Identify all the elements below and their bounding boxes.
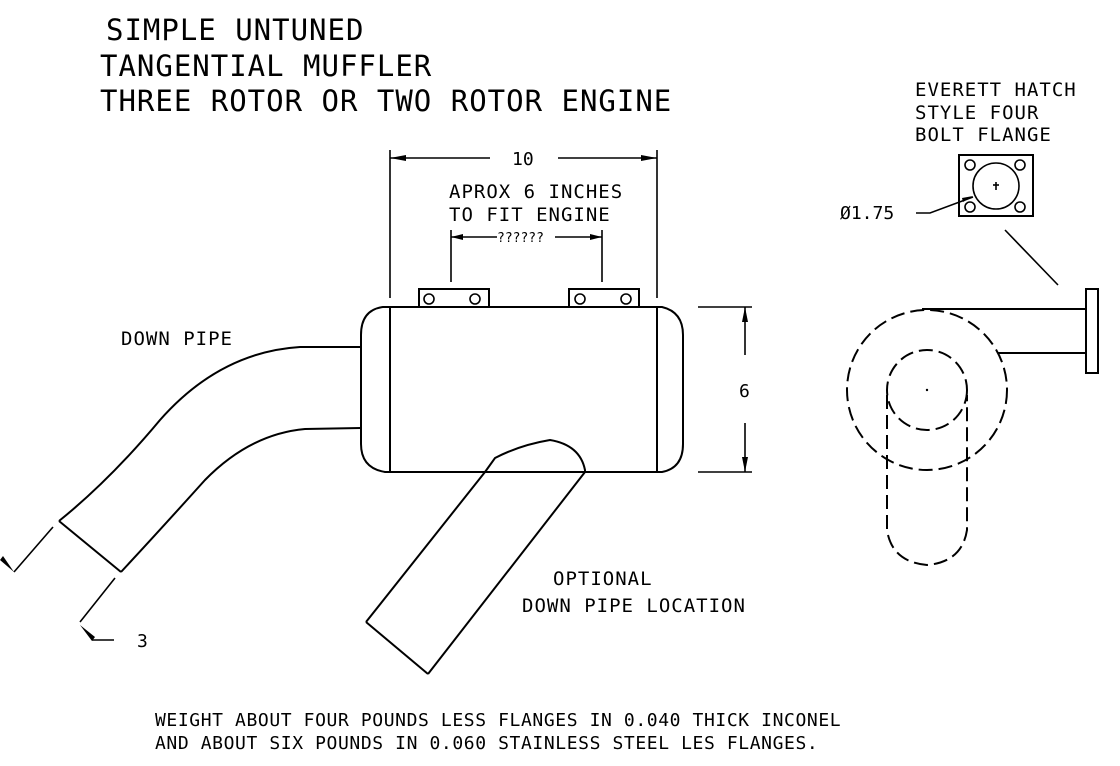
optional-pipe-top (484, 438, 586, 473)
height-value: 6 (739, 381, 750, 402)
mount-arrow-right-icon (590, 234, 602, 240)
bolt-hole (620, 293, 632, 305)
bolt-hole (423, 293, 435, 305)
pipe-diameter-value: 3 (137, 631, 148, 652)
height-dimension: 6 (698, 306, 752, 473)
muffler-body (360, 306, 684, 473)
end-cap-right (657, 306, 684, 473)
optional-pipe-left-edge (365, 471, 486, 623)
flange-bolt-hole (964, 159, 976, 171)
optional-label-line-2: DOWN PIPE LOCATION (522, 595, 746, 617)
pipe-arrow-2-icon (80, 625, 95, 641)
length-value: 10 (512, 149, 534, 170)
bolt-hole (469, 293, 481, 305)
title-line-1: SIMPLE UNTUNED (106, 13, 364, 47)
flange-plate (958, 154, 1034, 217)
notes: WEIGHT ABOUT FOUR POUNDS LESS FLANGES IN… (155, 710, 841, 754)
mount-spacing-dimension: APROX 6 INCHES TO FIT ENGINE ?????? (449, 181, 623, 282)
optional-pipe-end (365, 621, 429, 675)
mount-spacing-value: ?????? (497, 231, 544, 246)
end-cap-left (360, 306, 390, 473)
down-pipe-label: DOWN PIPE (121, 328, 233, 350)
length-dimension: 10 (389, 149, 658, 298)
center-point (925, 388, 929, 392)
mount-arrow-left-icon (451, 234, 463, 240)
outlet-flange (1085, 288, 1099, 374)
flange-bolt-hole (964, 201, 976, 213)
height-arrow-bottom-icon (742, 457, 748, 472)
down-pipe-inner-edge (120, 427, 362, 573)
note-line-1: WEIGHT ABOUT FOUR POUNDS LESS FLANGES IN… (155, 710, 841, 731)
flange-bolt-hole (1014, 201, 1026, 213)
flange-bore-value: Ø1.75 (840, 203, 894, 224)
arrow-left-icon (390, 155, 406, 161)
bore-leader-arrow-icon (962, 196, 973, 202)
outer-shell-circle (846, 309, 1008, 471)
muffler-shell (389, 306, 658, 473)
flange-label-line-2: STYLE FOUR (915, 102, 1039, 124)
down-pipe: DOWN PIPE 3 (0, 328, 362, 652)
optional-pipe-right-edge (427, 471, 586, 675)
inner-tube-circle (886, 349, 968, 431)
title-line-3: THREE ROTOR OR TWO ROTOR ENGINE (100, 84, 672, 118)
down-pipe-outer-edge (58, 346, 361, 522)
down-pipe-hidden-outline (886, 395, 968, 567)
bore-leader-line (916, 196, 974, 214)
note-line-2: AND ABOUT SIX POUNDS IN 0.060 STAINLESS … (155, 733, 818, 754)
title-line-2: TANGENTIAL MUFFLER (100, 49, 432, 83)
title-block: SIMPLE UNTUNED TANGENTIAL MUFFLER THREE … (100, 13, 672, 118)
flange-detail: EVERETT HATCH STYLE FOUR BOLT FLANGE Ø1.… (840, 79, 1077, 286)
mount-note-line-2: TO FIT ENGINE (449, 204, 611, 226)
optional-down-pipe: OPTIONAL DOWN PIPE LOCATION (365, 438, 746, 675)
flange-label-line-3: BOLT FLANGE (915, 124, 1052, 146)
flange-bore (972, 162, 1020, 210)
muffler-end-view (846, 288, 1099, 567)
pipe-dim-extension-2 (79, 577, 116, 623)
mount-note-line-1: APROX 6 INCHES (449, 181, 623, 203)
optional-label-line-1: OPTIONAL (553, 568, 653, 590)
mounting-tab-left (418, 288, 490, 308)
height-arrow-top-icon (742, 307, 748, 322)
flange-callout-leader (1004, 229, 1059, 286)
arrow-right-icon (641, 155, 657, 161)
mounting-tab-right (568, 288, 640, 308)
pipe-dim-extension-1 (13, 526, 54, 573)
down-pipe-end (58, 520, 122, 573)
flange-label-line-1: EVERETT HATCH (915, 79, 1077, 101)
pipe-arrow-1-icon (0, 556, 14, 572)
bolt-hole (574, 293, 586, 305)
flange-bolt-hole (1014, 159, 1026, 171)
